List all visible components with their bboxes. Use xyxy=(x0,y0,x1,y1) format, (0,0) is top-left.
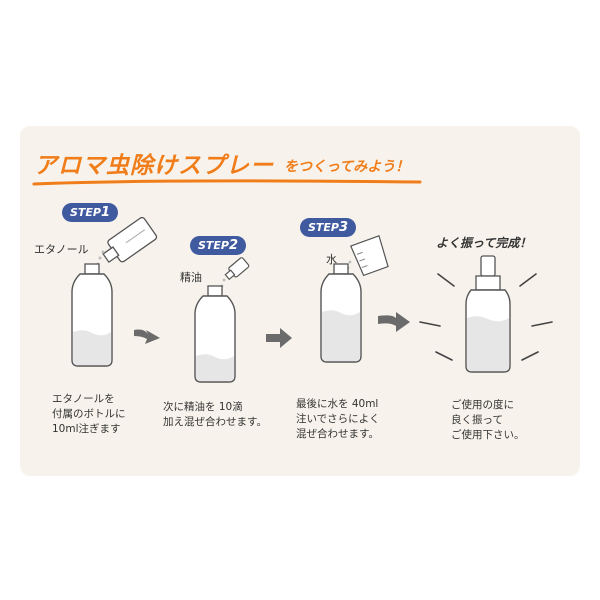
bottle-step3-icon xyxy=(320,263,362,363)
title-sub: をつくってみよう！ xyxy=(284,159,410,175)
arrow-right-icon xyxy=(378,312,410,332)
dropper-bottle-icon xyxy=(220,257,250,288)
step3-badge: STEP3 xyxy=(300,218,356,237)
bottle-step1-icon xyxy=(71,263,113,367)
arrow-right-icon xyxy=(134,329,160,344)
step1-badge: STEP1 xyxy=(62,203,118,222)
beaker-icon xyxy=(346,234,389,277)
arrow-right-icon xyxy=(266,328,292,348)
ingredient-label-oil: 精油 xyxy=(180,271,202,284)
step1-description: エタノールを 付属のボトルに 10ml注ぎます xyxy=(52,393,126,435)
final-description: ご使用の度に 良く振って ご使用下さい。 xyxy=(451,399,525,441)
step2-description: 次に精油を 10滴 加え混ぜ合わせます。 xyxy=(163,401,267,428)
title-main: アロマ虫除けスプレー xyxy=(34,153,274,179)
shake-lines-icon xyxy=(419,273,553,361)
title-underline xyxy=(32,179,422,186)
ingredient-label-water: 水 xyxy=(326,253,337,266)
pouring-bottle-icon xyxy=(96,216,158,266)
step3-description: 最後に水を 40ml 注いでさらによく 混ぜ合わせます。 xyxy=(296,398,380,440)
ingredient-label-ethanol: エタノール xyxy=(34,243,89,256)
bottle-step2-icon xyxy=(194,285,236,383)
spray-bottle-icon xyxy=(465,255,511,373)
step2-badge: STEP2 xyxy=(190,236,246,255)
final-heading: よく振って完成！ xyxy=(436,236,532,250)
